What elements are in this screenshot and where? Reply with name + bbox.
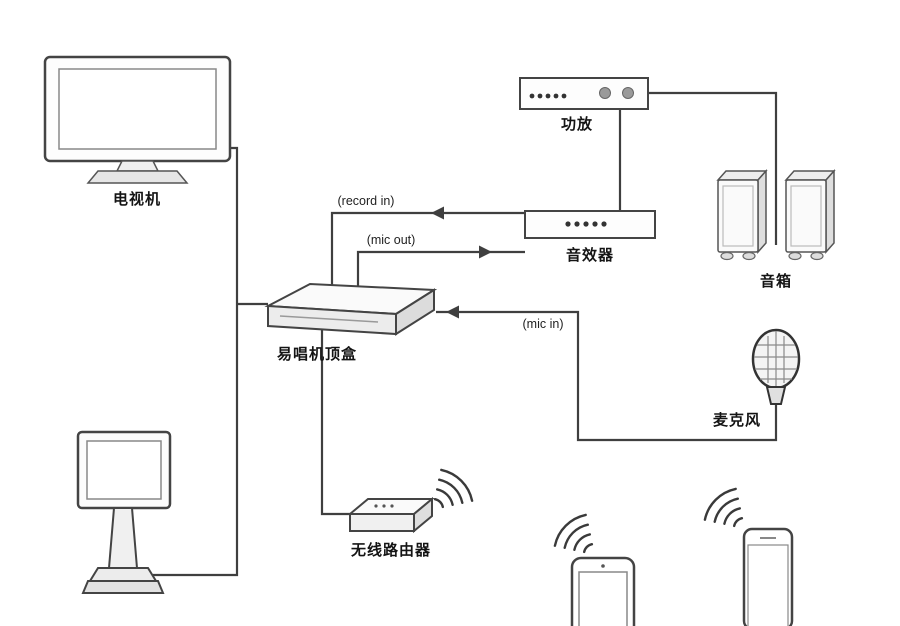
wireless-router-label: 无线路由器 (350, 542, 432, 559)
sound-effector-label: 音效器 (565, 247, 615, 264)
router-illustration (347, 496, 435, 534)
set-top-box-label: 易唱机顶盒 (276, 346, 358, 363)
set-top-box-illustration (264, 282, 438, 336)
amplifier-illustration (519, 77, 649, 110)
router-wifi-icon (433, 468, 474, 509)
phone-illustration (742, 527, 794, 626)
record-in-arrow (431, 206, 444, 220)
mic-out-arrow (479, 245, 492, 259)
cable-amp-to-speakers (648, 91, 778, 245)
mic-in-arrow (446, 305, 459, 319)
arrowheads (431, 206, 492, 319)
microphone-label: 麦克风 (712, 412, 762, 429)
tv-label: 电视机 (112, 191, 162, 208)
microphone-illustration (751, 328, 801, 405)
speakers-illustration (716, 169, 836, 261)
sound-effector-illustration (524, 210, 656, 239)
cable-record-in (330, 211, 525, 296)
cable-stb-to-router (320, 330, 352, 516)
mic-in-label: (mic in) (522, 317, 564, 331)
record-in-label: (record in) (337, 194, 395, 208)
tv-illustration (43, 55, 232, 184)
tablet-illustration (570, 556, 636, 626)
cable-mic-out (356, 250, 525, 298)
phone-wifi-icon (703, 487, 744, 528)
cable-tv-to-stb-and-kiosk (153, 146, 239, 577)
cable-mic-in (436, 310, 778, 442)
tablet-wifi-icon (553, 513, 594, 554)
speakers-label: 音箱 (759, 273, 793, 290)
amplifier-label: 功放 (560, 116, 594, 133)
kiosk-illustration (76, 430, 172, 594)
cables (153, 91, 778, 577)
mic-out-label: (mic out) (366, 233, 416, 247)
